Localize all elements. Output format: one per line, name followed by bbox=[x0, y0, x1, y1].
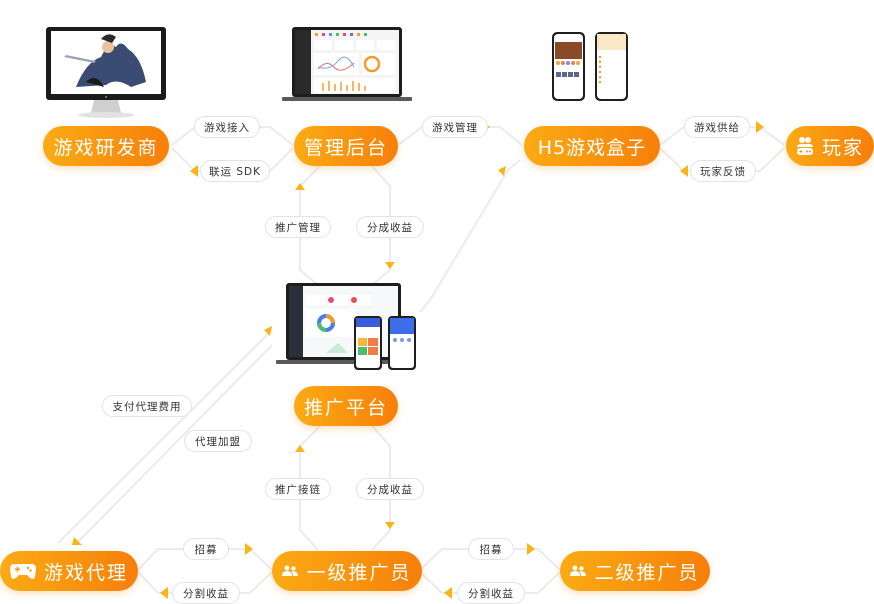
arrow-right bbox=[245, 543, 253, 555]
edge-label-revenue-share: 分成收益 bbox=[356, 216, 424, 238]
edge-label-pay-agent-fee: 支付代理费用 bbox=[102, 395, 192, 417]
arrow-left bbox=[444, 587, 452, 599]
edge-label-recruit: 招募 bbox=[183, 538, 229, 560]
edge-label-recruit: 招募 bbox=[468, 538, 514, 560]
arrow-down bbox=[385, 522, 395, 529]
connector-promo-to-h5 bbox=[419, 159, 521, 313]
node-h5-game-box: H5游戏盒子 bbox=[524, 126, 660, 166]
gamepad-icon bbox=[9, 562, 36, 580]
promo-platform-devices-image bbox=[276, 283, 421, 371]
users-icon bbox=[570, 565, 587, 577]
arrow-up bbox=[295, 183, 305, 190]
edge-label-promo-management: 推广管理 bbox=[265, 216, 331, 238]
node-label: 一级推广员 bbox=[306, 561, 412, 584]
arrow-down-left bbox=[72, 537, 82, 545]
arrow-left bbox=[680, 165, 688, 177]
node-promo-platform: 推广平台 bbox=[294, 386, 398, 426]
node-label: 游戏研发商 bbox=[53, 136, 159, 159]
node-label: 玩家 bbox=[821, 136, 864, 159]
connector-agent-join bbox=[74, 344, 273, 546]
edge-label-promo-link: 推广接链 bbox=[265, 478, 331, 500]
edge-label-game-supply: 游戏供给 bbox=[684, 116, 750, 138]
arrow-up-right bbox=[264, 326, 272, 336]
node-label: 推广平台 bbox=[303, 396, 388, 419]
player-group-icon bbox=[796, 136, 814, 156]
edge-label-revenue-share: 分成收益 bbox=[356, 478, 424, 500]
node-admin-backend: 管理后台 bbox=[294, 126, 398, 166]
edge-label-split-revenue: 分割收益 bbox=[457, 582, 525, 604]
arrow-down bbox=[385, 262, 395, 269]
arrow-right bbox=[756, 121, 764, 133]
node-game-developer: 游戏研发商 bbox=[43, 126, 169, 166]
node-level2-promoter: 二级推广员 bbox=[560, 551, 710, 591]
edge-label-game-management: 游戏管理 bbox=[422, 116, 488, 138]
edge-label-player-feedback: 玩家反馈 bbox=[690, 160, 756, 182]
arrow-left bbox=[160, 587, 168, 599]
node-label: 管理后台 bbox=[303, 136, 388, 159]
users-icon bbox=[282, 565, 299, 577]
node-label: 游戏代理 bbox=[43, 561, 128, 584]
arrow-right bbox=[527, 543, 535, 555]
node-label: 二级推广员 bbox=[594, 561, 700, 584]
connector-pay-agent-fee bbox=[57, 329, 273, 544]
edge-label-game-access: 游戏接入 bbox=[194, 116, 260, 138]
node-player: 玩家 bbox=[786, 126, 874, 166]
edge-label-joint-sdk: 联运 SDK bbox=[200, 160, 270, 182]
edge-label-split-revenue: 分割收益 bbox=[172, 582, 240, 604]
arrow-up-right bbox=[498, 166, 506, 176]
node-game-agent: 游戏代理 bbox=[0, 551, 138, 591]
node-level1-promoter: 一级推广员 bbox=[272, 551, 422, 591]
node-label: H5游戏盒子 bbox=[537, 136, 647, 159]
admin-laptop-image bbox=[282, 27, 412, 105]
arrow-left bbox=[190, 165, 198, 177]
edge-label-agent-join: 代理加盟 bbox=[184, 430, 252, 452]
arrow-up bbox=[295, 445, 305, 452]
developer-monitor-image bbox=[46, 27, 166, 119]
h5-phones-image bbox=[552, 32, 632, 102]
